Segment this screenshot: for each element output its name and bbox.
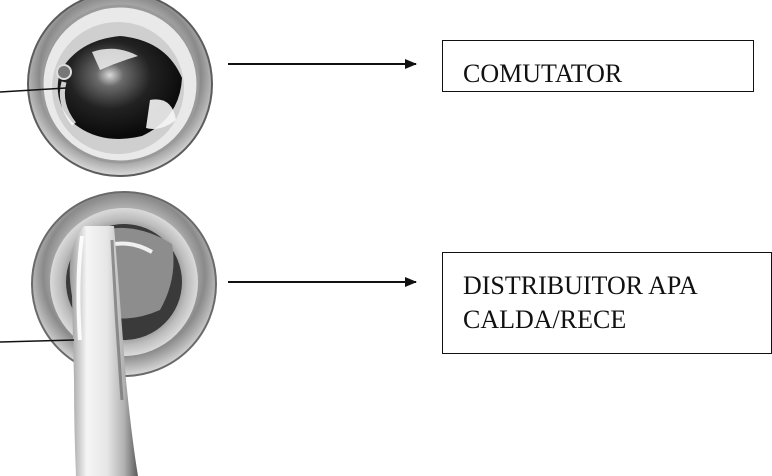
distribuitor-label-line2: CALDA/RECE [463,305,627,334]
distribuitor-label-box: DISTRIBUITOR APA CALDA/RECE [442,252,772,354]
comutator-label-box: COMUTATOR [442,40,754,92]
distribuitor-label-line1: DISTRIBUITOR APA [463,271,698,300]
comutator-label: COMUTATOR [463,59,623,88]
switch-knob-icon [27,0,213,177]
distribuitor-pointer-line [0,339,75,343]
mixer-lever-icon [31,191,217,476]
comutator-pointer-line [0,87,67,93]
